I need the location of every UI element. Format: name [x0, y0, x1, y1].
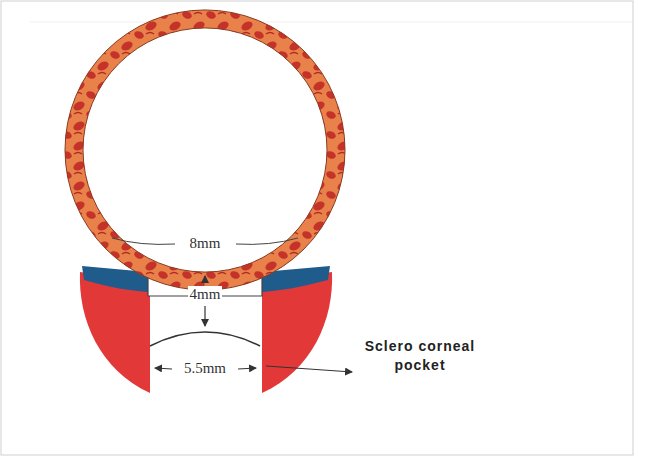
arrow — [238, 368, 256, 369]
dimension-label: 5.5mm — [182, 360, 228, 377]
ring — [65, 10, 345, 290]
rule — [30, 22, 632, 23]
callout-label: Sclero corneal pocket — [355, 337, 485, 375]
arrow — [204, 276, 205, 283]
frame — [1, 1, 633, 455]
dimension-line — [112, 238, 175, 244]
ring-texture — [65, 10, 345, 290]
dimension-label: 8mm — [188, 235, 223, 252]
arrow — [204, 306, 205, 326]
leader-line — [266, 366, 352, 372]
arch — [150, 332, 260, 346]
arrow — [155, 368, 172, 369]
dimension-label: 4mm — [188, 286, 223, 303]
dimension-line — [236, 238, 298, 244]
